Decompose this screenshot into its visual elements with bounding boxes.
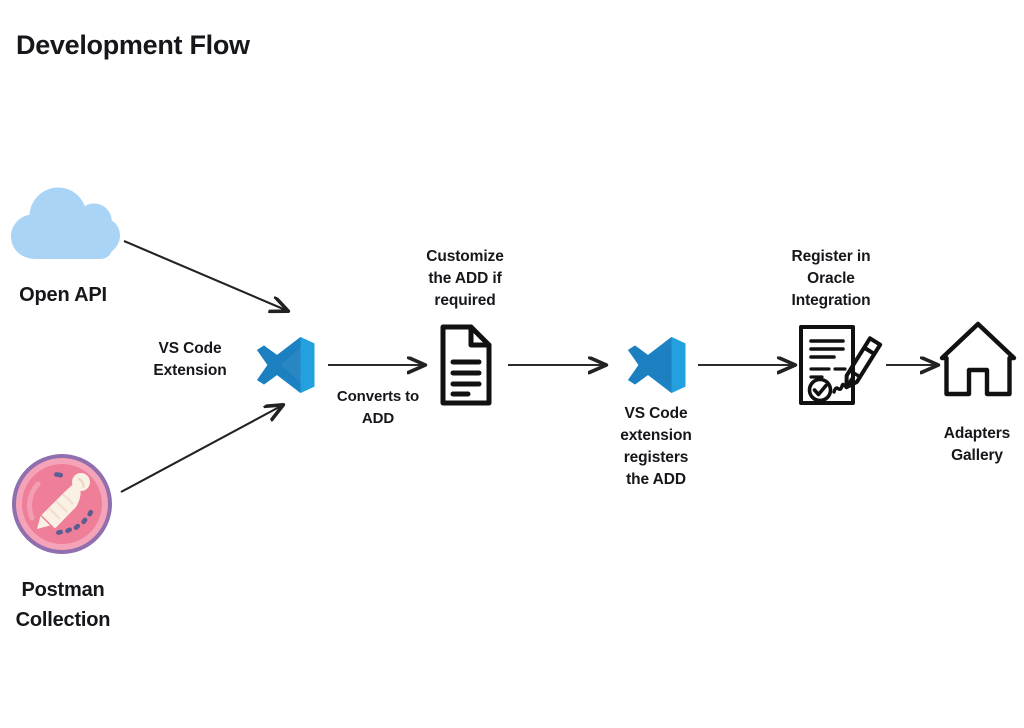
signed-certificate-icon bbox=[798, 324, 883, 406]
edge-label-converts-to-add: Converts to ADD bbox=[336, 388, 420, 427]
house-icon bbox=[938, 320, 1018, 398]
node-label-adapters-gallery: Adapters Gallery bbox=[943, 425, 1011, 464]
node-label-vs-code-extension: VS Code Extension bbox=[153, 340, 227, 379]
node-label-open-api: Open API bbox=[19, 284, 107, 306]
node-label-vs-code-registers: VS Code extension registers the ADD bbox=[620, 405, 692, 488]
edge-postman-vscode bbox=[120, 405, 283, 493]
postman-icon bbox=[10, 452, 114, 556]
node-label-postman-collection: Postman Collection bbox=[15, 579, 111, 631]
vscode-icon bbox=[254, 334, 316, 396]
node-label-oracle-integration: Register in Oracle Integration bbox=[791, 248, 871, 309]
cloud-icon bbox=[8, 185, 120, 261]
node-label-add-document: Customize the ADD if required bbox=[426, 248, 504, 309]
vscode-icon-registers bbox=[625, 334, 687, 396]
page-title: Development Flow bbox=[16, 30, 250, 60]
document-icon bbox=[438, 324, 492, 406]
edge-openapi-vscode bbox=[123, 240, 288, 311]
